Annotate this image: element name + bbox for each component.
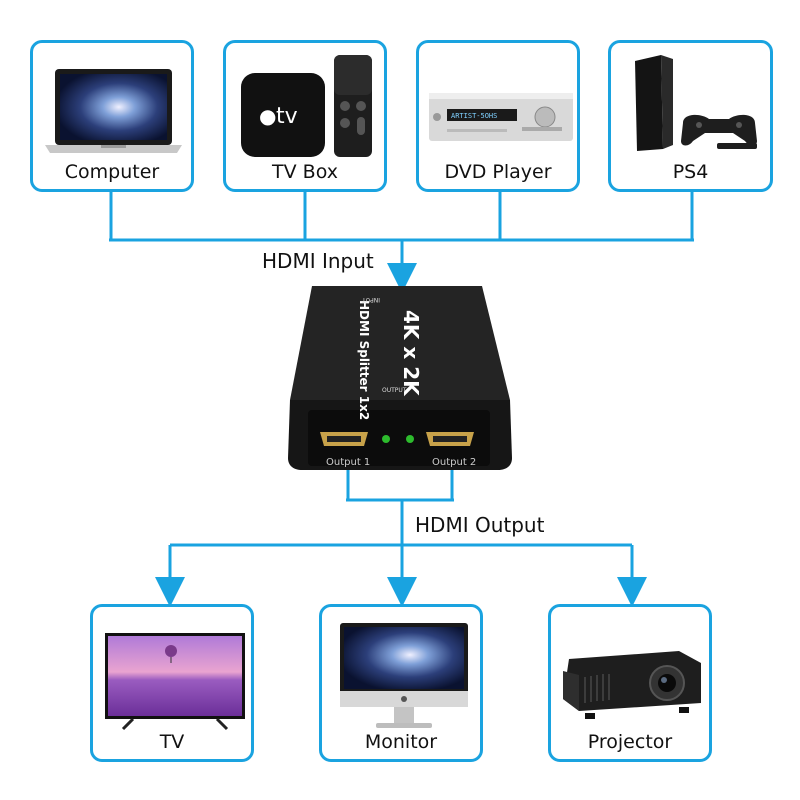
source-label-tv-box: TV Box bbox=[272, 161, 338, 183]
tv-box-logo: tv bbox=[276, 104, 298, 129]
source-card-ps4: PS4 bbox=[608, 40, 773, 192]
tv-box-icon: ● tv bbox=[241, 55, 372, 157]
tv-icon bbox=[105, 633, 245, 731]
hdmi-splitter-device: 4K x 2K HDMI Splitter 1x2 INPUT OUTPUT O… bbox=[288, 286, 512, 470]
port-label-output-1: Output 1 bbox=[326, 457, 370, 468]
hdmi-input-label: HDMI Input bbox=[262, 249, 374, 273]
led-indicator-2 bbox=[406, 435, 414, 443]
display-card-monitor: Monitor bbox=[319, 604, 483, 762]
svg-text:●: ● bbox=[259, 104, 276, 128]
source-label-ps4: PS4 bbox=[672, 161, 709, 183]
display-label-monitor: Monitor bbox=[364, 731, 438, 753]
port-label-output-2: Output 2 bbox=[432, 457, 476, 468]
display-label-projector: Projector bbox=[587, 731, 673, 753]
splitter-title: 4K x 2K bbox=[399, 310, 423, 397]
display-card-projector: Projector bbox=[548, 604, 712, 762]
splitter-output-text: OUTPUT bbox=[382, 387, 407, 394]
dvd-display-text: ARTIST-5OHS bbox=[451, 112, 497, 120]
source-card-dvd-player: ARTIST-5OHS DVD Player bbox=[416, 40, 580, 192]
splitter-name: HDMI Splitter 1x2 bbox=[357, 300, 371, 420]
hdmi-output-label: HDMI Output bbox=[415, 513, 545, 537]
led-indicator-1 bbox=[382, 435, 390, 443]
projector-icon bbox=[563, 651, 701, 719]
source-label-dvd-player: DVD Player bbox=[444, 161, 552, 183]
dvd-player-icon: ARTIST-5OHS bbox=[429, 93, 573, 141]
monitor-icon bbox=[340, 623, 468, 728]
display-label-tv: TV bbox=[159, 731, 185, 753]
laptop-icon bbox=[45, 69, 182, 153]
output-port-2-icon bbox=[426, 432, 474, 446]
source-card-computer: Computer bbox=[30, 40, 194, 192]
splitter-input-text: INPUT bbox=[362, 296, 380, 303]
display-card-tv: TV bbox=[90, 604, 254, 762]
output-port-1-icon bbox=[320, 432, 368, 446]
ps4-console-icon bbox=[635, 55, 757, 151]
source-label-computer: Computer bbox=[64, 161, 160, 183]
source-card-tv-box: ● tv TV Box bbox=[223, 40, 387, 192]
